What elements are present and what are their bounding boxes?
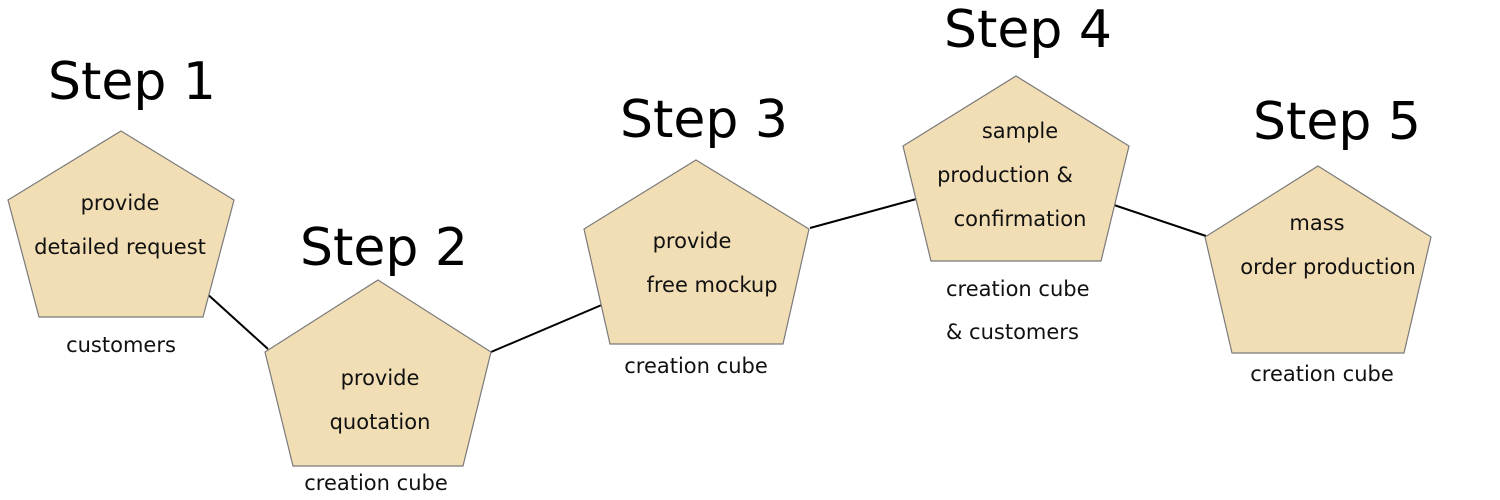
step-3-actor-line-1: creation cube (624, 354, 768, 378)
step-1-heading: Step 1 (47, 52, 216, 112)
step-5-heading: Step 5 (1252, 92, 1421, 152)
step-3-line-1: provide (652, 229, 732, 253)
step-3-line-2: free mockup (646, 273, 778, 297)
step-2-pentagon (264, 279, 492, 467)
step-2-actor: creation cube (266, 462, 486, 500)
step-5-actor-line-1: creation cube (1250, 362, 1394, 386)
step-1-description: provide detailed request (0, 181, 240, 269)
step-4-line-2: production & (937, 163, 1073, 187)
step-2-line-1: provide (340, 366, 420, 390)
step-1-line-1: provide (80, 191, 160, 215)
step-4-actor-line-2: & customers (946, 320, 1079, 344)
step-4-actor-line-1: creation cube (946, 277, 1090, 301)
step-4-heading: Step 4 (943, 0, 1112, 60)
step-4-actor: creation cube & customers (946, 268, 1166, 354)
step-2-description: provide quotation (260, 356, 500, 444)
step-5-description: mass order production (1203, 201, 1443, 289)
connector-3-4 (809, 197, 921, 229)
step-3-pentagon (583, 159, 810, 345)
step-1-line-2: detailed request (34, 235, 206, 259)
step-3-actor: creation cube (586, 345, 806, 388)
step-1-pentagon (7, 130, 235, 318)
connector-1-2 (203, 290, 269, 350)
step-4-line-3: confirmation (953, 207, 1087, 231)
step-3-description: provide free mockup (587, 219, 827, 307)
step-4-pentagon (902, 75, 1130, 262)
step-5-line-1: mass (1289, 211, 1345, 235)
connector-2-3 (490, 300, 612, 353)
step-2-heading: Step 2 (299, 218, 468, 278)
step-5-line-2: order production (1240, 255, 1416, 279)
connector-4-5 (1110, 203, 1207, 237)
step-1-actor: customers (11, 324, 231, 367)
step-1-actor-line-1: customers (66, 333, 176, 357)
step-2-line-2: quotation (329, 410, 431, 434)
step-4-description: sample production & confirmation (900, 109, 1140, 241)
step-5-pentagon (1204, 165, 1432, 354)
step-4-line-1: sample (981, 119, 1059, 143)
step-2-actor-line-1: creation cube (304, 471, 448, 495)
step-3-heading: Step 3 (619, 90, 788, 150)
pentagons (7, 75, 1432, 467)
connector-lines (203, 197, 1207, 353)
step-5-actor: creation cube (1212, 353, 1432, 396)
